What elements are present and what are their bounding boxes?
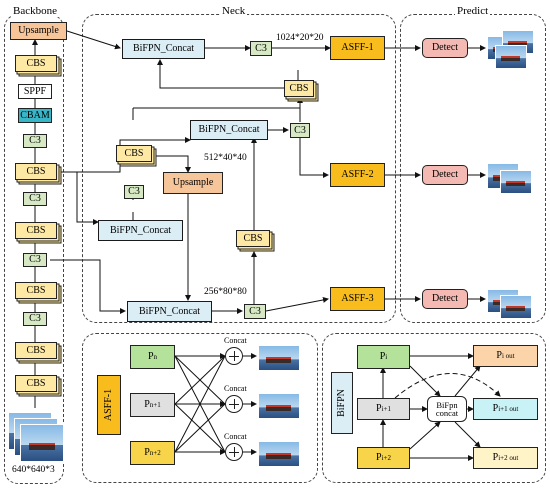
bifpn-concat-left: BiFPN_Concat bbox=[98, 220, 183, 241]
p-n2-sub: n+2 bbox=[149, 448, 161, 457]
pi1-out-sub: i+1 out bbox=[498, 404, 519, 413]
bifpn-concat-top: BiFPN_Concat bbox=[122, 39, 205, 59]
pi1-label: P bbox=[376, 403, 382, 414]
bifpn-detail-panel bbox=[322, 333, 546, 483]
neck-c3-middle: C3 bbox=[290, 123, 310, 138]
plus-icon bbox=[225, 443, 243, 461]
p-n-label: P bbox=[147, 351, 154, 362]
bifpn-side-text: BiFPN bbox=[336, 389, 348, 417]
neck-cbs-bottom: CBS bbox=[236, 230, 270, 247]
bifpn-concat-node: BiFpn concat bbox=[427, 396, 467, 422]
backbone-cbs-box: CBS bbox=[15, 163, 57, 180]
neck-c3-bottom: C3 bbox=[244, 304, 266, 319]
pi-out-sub: i out bbox=[501, 351, 515, 360]
bifpn-concat-bottom: BiFPN_Concat bbox=[127, 301, 212, 322]
pi1-out-label: P bbox=[492, 403, 499, 414]
dim-label-3: 256*80*80 bbox=[204, 287, 247, 297]
backbone-cbs-box: CBS bbox=[15, 375, 57, 392]
asff-detail-panel bbox=[82, 333, 318, 483]
pi2-sub: i+2 bbox=[381, 453, 391, 462]
output-image bbox=[500, 170, 532, 194]
backbone-title: Backbone bbox=[11, 5, 59, 17]
output-image bbox=[500, 295, 532, 319]
backbone-c3-box: C3 bbox=[23, 253, 47, 267]
neck-cbs-left: CBS bbox=[116, 145, 152, 162]
sppf-box: SPPF bbox=[18, 84, 52, 99]
neck-c3-top: C3 bbox=[250, 41, 272, 56]
concat-label: Concat bbox=[224, 384, 247, 393]
backbone-c3-box: C3 bbox=[23, 192, 47, 206]
neck-c3-left: C3 bbox=[124, 185, 144, 199]
bifpn-concat-middle: BiFPN_Concat bbox=[190, 120, 268, 140]
asff-1-box: ASFF-1 bbox=[330, 36, 385, 60]
input-image bbox=[20, 424, 64, 462]
pi-out-label: P bbox=[496, 350, 502, 361]
neck-upsample-box: Upsample bbox=[163, 172, 223, 194]
concat-label: Concat bbox=[224, 336, 247, 345]
pi2-label: P bbox=[376, 452, 382, 463]
input-size-label: 640*640*3 bbox=[12, 465, 55, 475]
bifpn-side-label: BiFPN bbox=[331, 372, 353, 434]
detect-box-3: Detect bbox=[422, 289, 468, 309]
asff-2-box: ASFF-2 bbox=[330, 163, 385, 187]
cbam-box: CBAM bbox=[18, 108, 52, 123]
fused-feature-image bbox=[258, 441, 300, 467]
detect-box-1: Detect bbox=[422, 38, 468, 58]
backbone-cbs-box: CBS bbox=[15, 282, 57, 299]
pi-sub: i bbox=[385, 352, 388, 361]
neck-cbs-right: CBS bbox=[284, 80, 314, 97]
p-n2-label: P bbox=[144, 447, 150, 458]
detect-box-2: Detect bbox=[422, 165, 468, 185]
backbone-c3-box: C3 bbox=[23, 312, 47, 326]
output-image bbox=[495, 45, 527, 69]
p-n1-sub: n+1 bbox=[149, 400, 161, 409]
asff-3-box: ASFF-3 bbox=[330, 287, 385, 311]
backbone-cbs-box: CBS bbox=[15, 222, 57, 239]
neck-title: Neck bbox=[220, 5, 248, 17]
concat-label: Concat bbox=[224, 432, 247, 441]
backbone-upsample-box: Upsample bbox=[10, 22, 67, 40]
dim-label-1: 1024*20*20 bbox=[276, 33, 324, 43]
asff-side-label: ASFF-1 bbox=[97, 375, 121, 435]
backbone-c3-box: C3 bbox=[23, 134, 47, 148]
p-n-sub: n bbox=[153, 352, 158, 361]
pi2-out-label: P bbox=[492, 452, 499, 463]
pi-label: P bbox=[379, 351, 386, 362]
fused-feature-image bbox=[258, 393, 300, 419]
fused-feature-image bbox=[258, 345, 300, 371]
p-n1-label: P bbox=[144, 399, 150, 410]
asff-side-text: ASFF-1 bbox=[103, 388, 114, 422]
pi2-out-sub: i+2 out bbox=[498, 453, 519, 462]
plus-icon bbox=[225, 395, 243, 413]
plus-icon bbox=[225, 347, 243, 365]
predict-title: Predict bbox=[455, 5, 491, 17]
backbone-cbs-box: CBS bbox=[15, 342, 57, 359]
pi1-sub: i+1 bbox=[381, 404, 391, 413]
backbone-cbs-box: CBS bbox=[15, 55, 57, 72]
dim-label-2: 512*40*40 bbox=[204, 153, 247, 163]
